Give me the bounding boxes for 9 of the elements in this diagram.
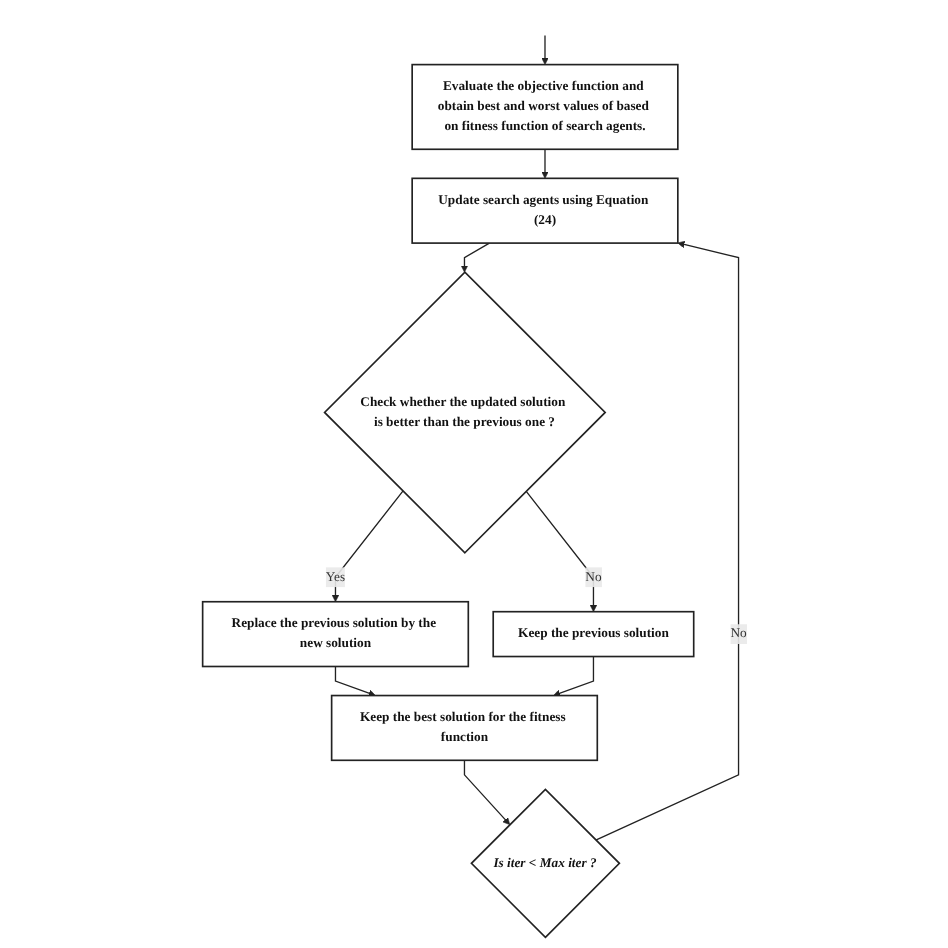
arrow [594,240,739,841]
arrow [540,34,548,65]
arrow [524,490,597,613]
arrow [331,490,403,603]
arrow [334,665,376,697]
arrow [460,242,490,273]
arrow [540,148,548,179]
arrow [463,759,510,825]
arrow [552,655,594,697]
